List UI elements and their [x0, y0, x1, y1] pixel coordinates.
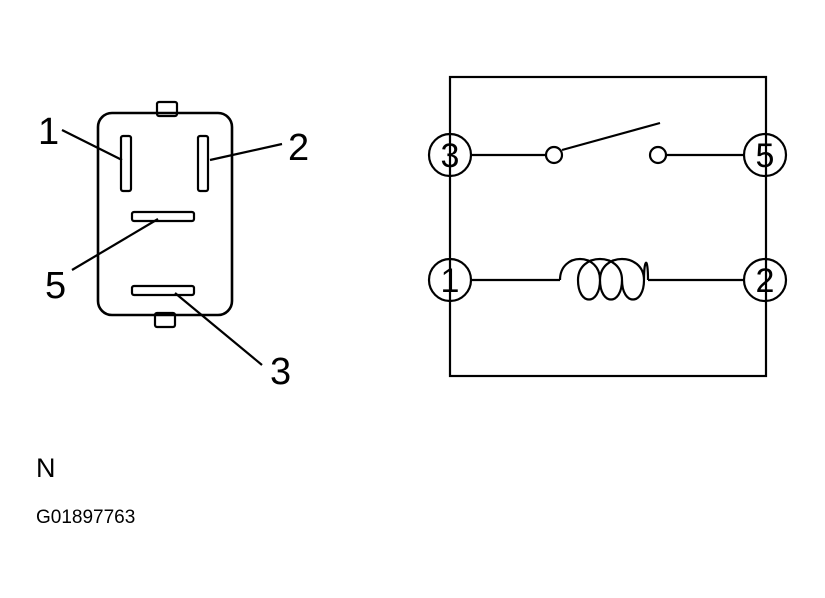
connector-bottom-tab	[153, 311, 177, 329]
leader-line-5	[71, 218, 159, 271]
pin-5-slot	[130, 210, 196, 223]
leader-line-1	[61, 129, 123, 161]
pin-2-slot	[196, 134, 210, 193]
view-code-label: N	[36, 453, 56, 483]
terminal-label-3: 3	[441, 137, 460, 175]
relay-connector-view: 1 2 5 3	[38, 100, 309, 393]
pin-3-slot	[130, 284, 196, 297]
terminal-3: 3	[427, 132, 473, 178]
pin-label-2: 2	[288, 127, 309, 169]
pin-1-slot	[119, 134, 133, 193]
terminal-2: 2	[742, 257, 788, 303]
terminal-1: 1	[427, 257, 473, 303]
relay-schematic: 3 5 1 2	[427, 75, 788, 378]
pin-label-5: 5	[45, 265, 66, 307]
connector-top-tab	[155, 100, 179, 118]
switch-contact-left	[544, 145, 564, 165]
terminal-label-1: 1	[441, 262, 460, 300]
leader-line-3	[174, 292, 263, 366]
terminal-label-2: 2	[756, 262, 775, 300]
figure-id-label: G01897763	[36, 507, 135, 528]
switch-contact-right	[648, 145, 668, 165]
terminal-5: 5	[742, 132, 788, 178]
leader-line-2	[209, 142, 283, 162]
pin-label-3: 3	[270, 351, 291, 393]
coil-winding	[558, 257, 650, 301]
connector-body	[96, 111, 234, 317]
pin-label-1: 1	[38, 111, 59, 153]
terminal-label-5: 5	[756, 137, 775, 175]
switch-blade	[561, 121, 661, 152]
schematic-frame	[448, 75, 768, 378]
